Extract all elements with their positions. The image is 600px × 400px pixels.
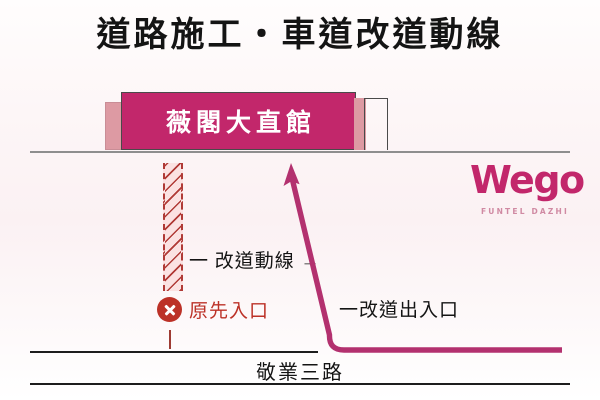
hatched-construction-zone-icon bbox=[163, 163, 183, 291]
original-entrance-marker: 原先入口 bbox=[157, 296, 269, 323]
wego-wordmark: Wego bbox=[470, 158, 585, 202]
building-label: 薇閣大直館 bbox=[165, 110, 316, 137]
road-name-label: 敬業三路 bbox=[256, 362, 344, 384]
road-edge-line-top bbox=[30, 351, 318, 353]
building-right-strip bbox=[354, 98, 366, 150]
original-entrance-tick bbox=[169, 330, 171, 349]
building-main-block: 薇閣大直館 bbox=[121, 92, 356, 150]
new-entrance-label: 一改道出入口 bbox=[339, 300, 460, 321]
building-right-courtyard bbox=[364, 98, 388, 150]
original-entrance-label: 原先入口 bbox=[189, 301, 270, 322]
kerb-line bbox=[30, 151, 570, 153]
x-circle-icon bbox=[157, 297, 182, 322]
wego-logo: Wego FUNTEL DAZHI bbox=[470, 158, 585, 216]
page-title: 道路施工・車道改道動線 bbox=[96, 17, 504, 54]
wego-subtitle: FUNTEL DAZHI bbox=[480, 207, 570, 216]
detour-route-label: 一 改道動線 → bbox=[189, 251, 321, 272]
road-edge-line-bottom bbox=[30, 383, 570, 385]
